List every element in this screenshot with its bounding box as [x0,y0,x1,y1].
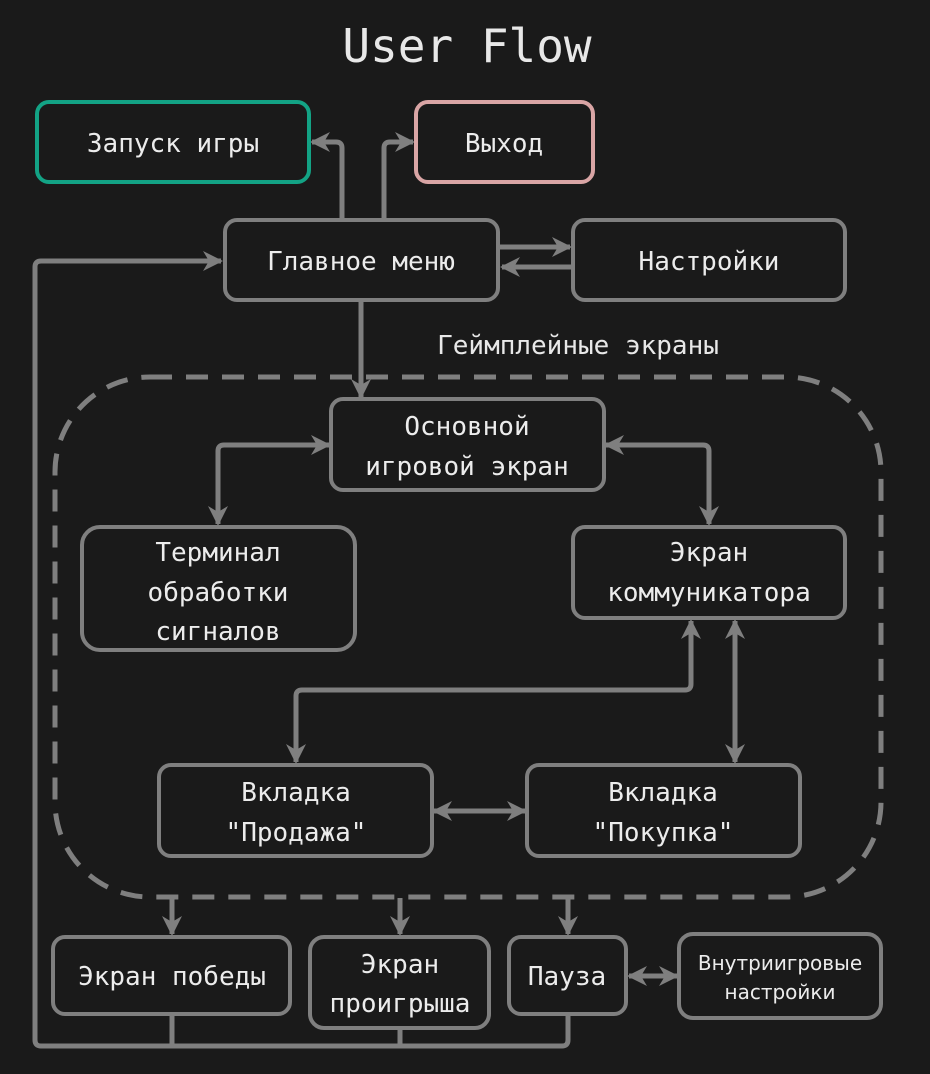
node-label: настройки [725,980,836,1004]
node-pause[interactable]: Пауза [507,935,628,1016]
node-label: Пауза [528,962,606,992]
node-label: Настройки [639,247,780,277]
node-label: Основной [404,412,529,442]
edge-main-menu-to-launch [310,132,345,218]
node-communicator-screen[interactable]: Экран коммуникатора [571,525,847,620]
node-main-game-screen[interactable]: Основной игровой экран [329,397,606,492]
gameplay-group-boundary [52,374,884,900]
node-label: Вкладка [608,778,718,808]
edges [32,132,745,1049]
node-label: Внутриигровые [698,951,862,975]
diagram-title: User Flow [342,19,592,73]
node-label: Главное меню [267,247,455,277]
node-exit[interactable]: Выход [414,100,595,184]
node-defeat-screen[interactable]: Экран проигрыша [308,935,491,1030]
node-label: "Покупка" [593,818,734,848]
node-victory-screen[interactable]: Экран победы [51,935,292,1016]
node-label: Выход [465,129,543,159]
node-label: обработки [148,578,289,608]
node-ingame-settings[interactable]: Внутриигровые настройки [677,932,883,1020]
node-label: Терминал [155,538,280,568]
node-sell-tab[interactable]: Вкладка "Продажа" [157,763,434,858]
edge-end-screens-to-main-menu [32,261,571,1049]
node-signal-terminal[interactable]: Терминал обработки сигналов [80,525,357,652]
node-label: Запуск игры [87,129,259,159]
node-label: сигналов [155,617,280,647]
node-label: Экран [670,538,748,568]
node-label: Экран победы [78,962,266,992]
node-launch-game[interactable]: Запуск игры [35,100,311,184]
edge-main-game-communicator [604,435,719,526]
node-settings[interactable]: Настройки [571,218,847,302]
node-label: "Продажа" [226,818,367,848]
node-main-menu[interactable]: Главное меню [223,218,500,302]
gameplay-group-label: Геймплейные экраны [437,331,719,361]
edge-main-menu-to-exit [381,132,415,218]
node-label: коммуникатора [607,578,811,608]
node-buy-tab[interactable]: Вкладка "Покупка" [525,763,802,858]
node-label: Экран [361,950,439,980]
edge-communicator-sell-tab [286,619,701,764]
edge-main-game-terminal [208,435,331,526]
node-label: проигрыша [330,989,471,1019]
node-label: игровой экран [365,452,569,482]
node-label: Вкладка [241,778,351,808]
